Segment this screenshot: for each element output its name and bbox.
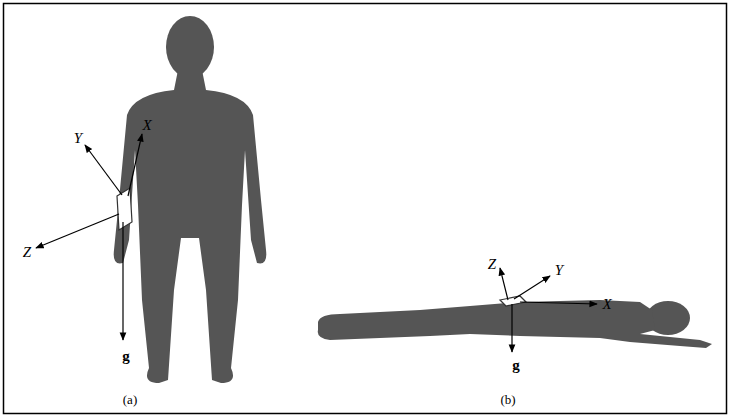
sensor <box>117 188 132 230</box>
gravity-label: g <box>512 358 520 373</box>
axis-label: Y <box>74 131 82 146</box>
frame <box>4 4 727 414</box>
axis-label: Y <box>555 263 563 278</box>
panel-label: (a) <box>123 393 137 406</box>
axis-label: X <box>142 118 151 133</box>
axis-label: Z <box>488 257 496 272</box>
standing-person <box>114 16 267 383</box>
axis-label: X <box>602 297 611 312</box>
panel-label: (b) <box>500 393 515 406</box>
gravity-label: g <box>122 349 130 364</box>
lying-person <box>318 300 712 348</box>
sensor <box>500 296 526 306</box>
axis-label: Z <box>23 245 31 260</box>
